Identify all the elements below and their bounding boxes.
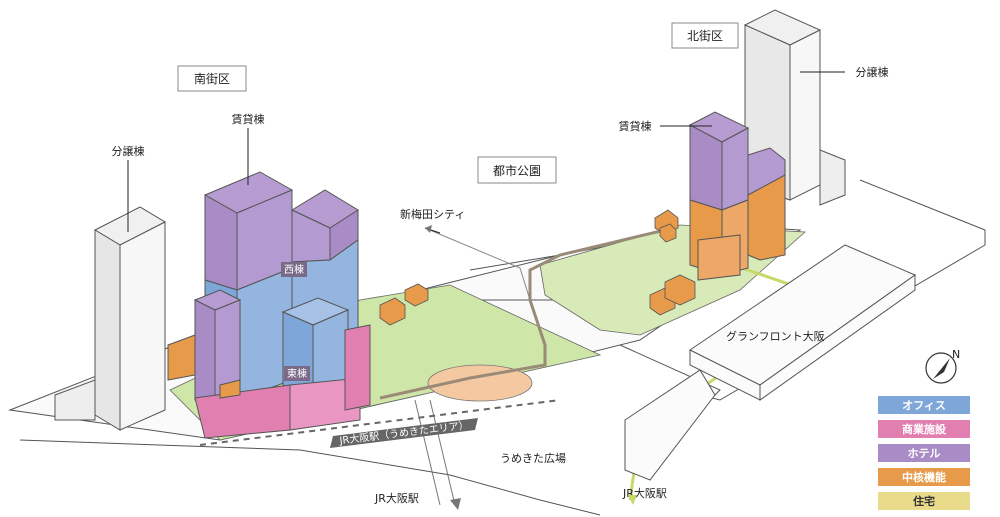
north-condo-label: 分譲棟 xyxy=(856,65,889,79)
legend-label-4: 住宅 xyxy=(913,494,935,508)
jr-line-label: JR大阪駅（うめきたエリア） xyxy=(338,418,470,447)
east-tower-tag: 東棟 xyxy=(284,366,310,381)
district-north-box: 北街区 xyxy=(671,22,739,49)
north-rental-label: 賃貸棟 xyxy=(619,119,652,133)
south-east-tower xyxy=(281,297,350,406)
district-park-label: 都市公園 xyxy=(493,163,541,178)
south-podium xyxy=(194,324,371,439)
south-condo-label: 分譲棟 xyxy=(112,144,145,158)
umekita-plaza-label: うめきた広場 xyxy=(500,452,566,465)
legend-label-1: 商業施設 xyxy=(902,422,947,436)
shin-umeda-label: 新梅田シティ xyxy=(400,207,465,221)
north-arrow-icon: N xyxy=(925,348,960,384)
legend-swatch-0 xyxy=(878,396,970,414)
jr-osaka-south-label: JR大阪駅 xyxy=(374,491,419,505)
west-tower-tag: 西棟 xyxy=(281,262,307,277)
south-condo-tower xyxy=(54,206,167,431)
legend-label-3: 中核機能 xyxy=(902,470,946,484)
district-south-label: 南街区 xyxy=(194,71,230,86)
legend-swatch-1 xyxy=(878,420,970,438)
legend-label-0: オフィス xyxy=(902,399,946,412)
south-rental-label: 賃貸棟 xyxy=(232,112,265,126)
grand-front-label: グランフロント大阪 xyxy=(726,329,825,343)
legend-swatch-4 xyxy=(878,492,970,510)
south-hotel-tower xyxy=(167,289,242,406)
district-park-box: 都市公園 xyxy=(477,156,557,184)
jr-rail-line xyxy=(199,399,561,448)
legend-label-2: ホテル xyxy=(908,447,941,460)
north-rental-tower xyxy=(688,111,786,281)
legend-swatch-2 xyxy=(878,444,970,462)
north-arrow-n: N xyxy=(952,348,960,361)
legend-swatch-3 xyxy=(878,468,970,486)
jr-osaka-east-label: JR大阪駅 xyxy=(622,486,667,500)
district-south-box: 南街区 xyxy=(177,65,247,92)
arrows xyxy=(425,225,637,510)
grand-front-building xyxy=(624,244,917,481)
pavilions xyxy=(379,209,696,326)
west-tower-label: 西棟 xyxy=(284,263,304,276)
east-tower-label: 東棟 xyxy=(287,367,307,380)
district-north-label: 北街区 xyxy=(687,29,723,43)
